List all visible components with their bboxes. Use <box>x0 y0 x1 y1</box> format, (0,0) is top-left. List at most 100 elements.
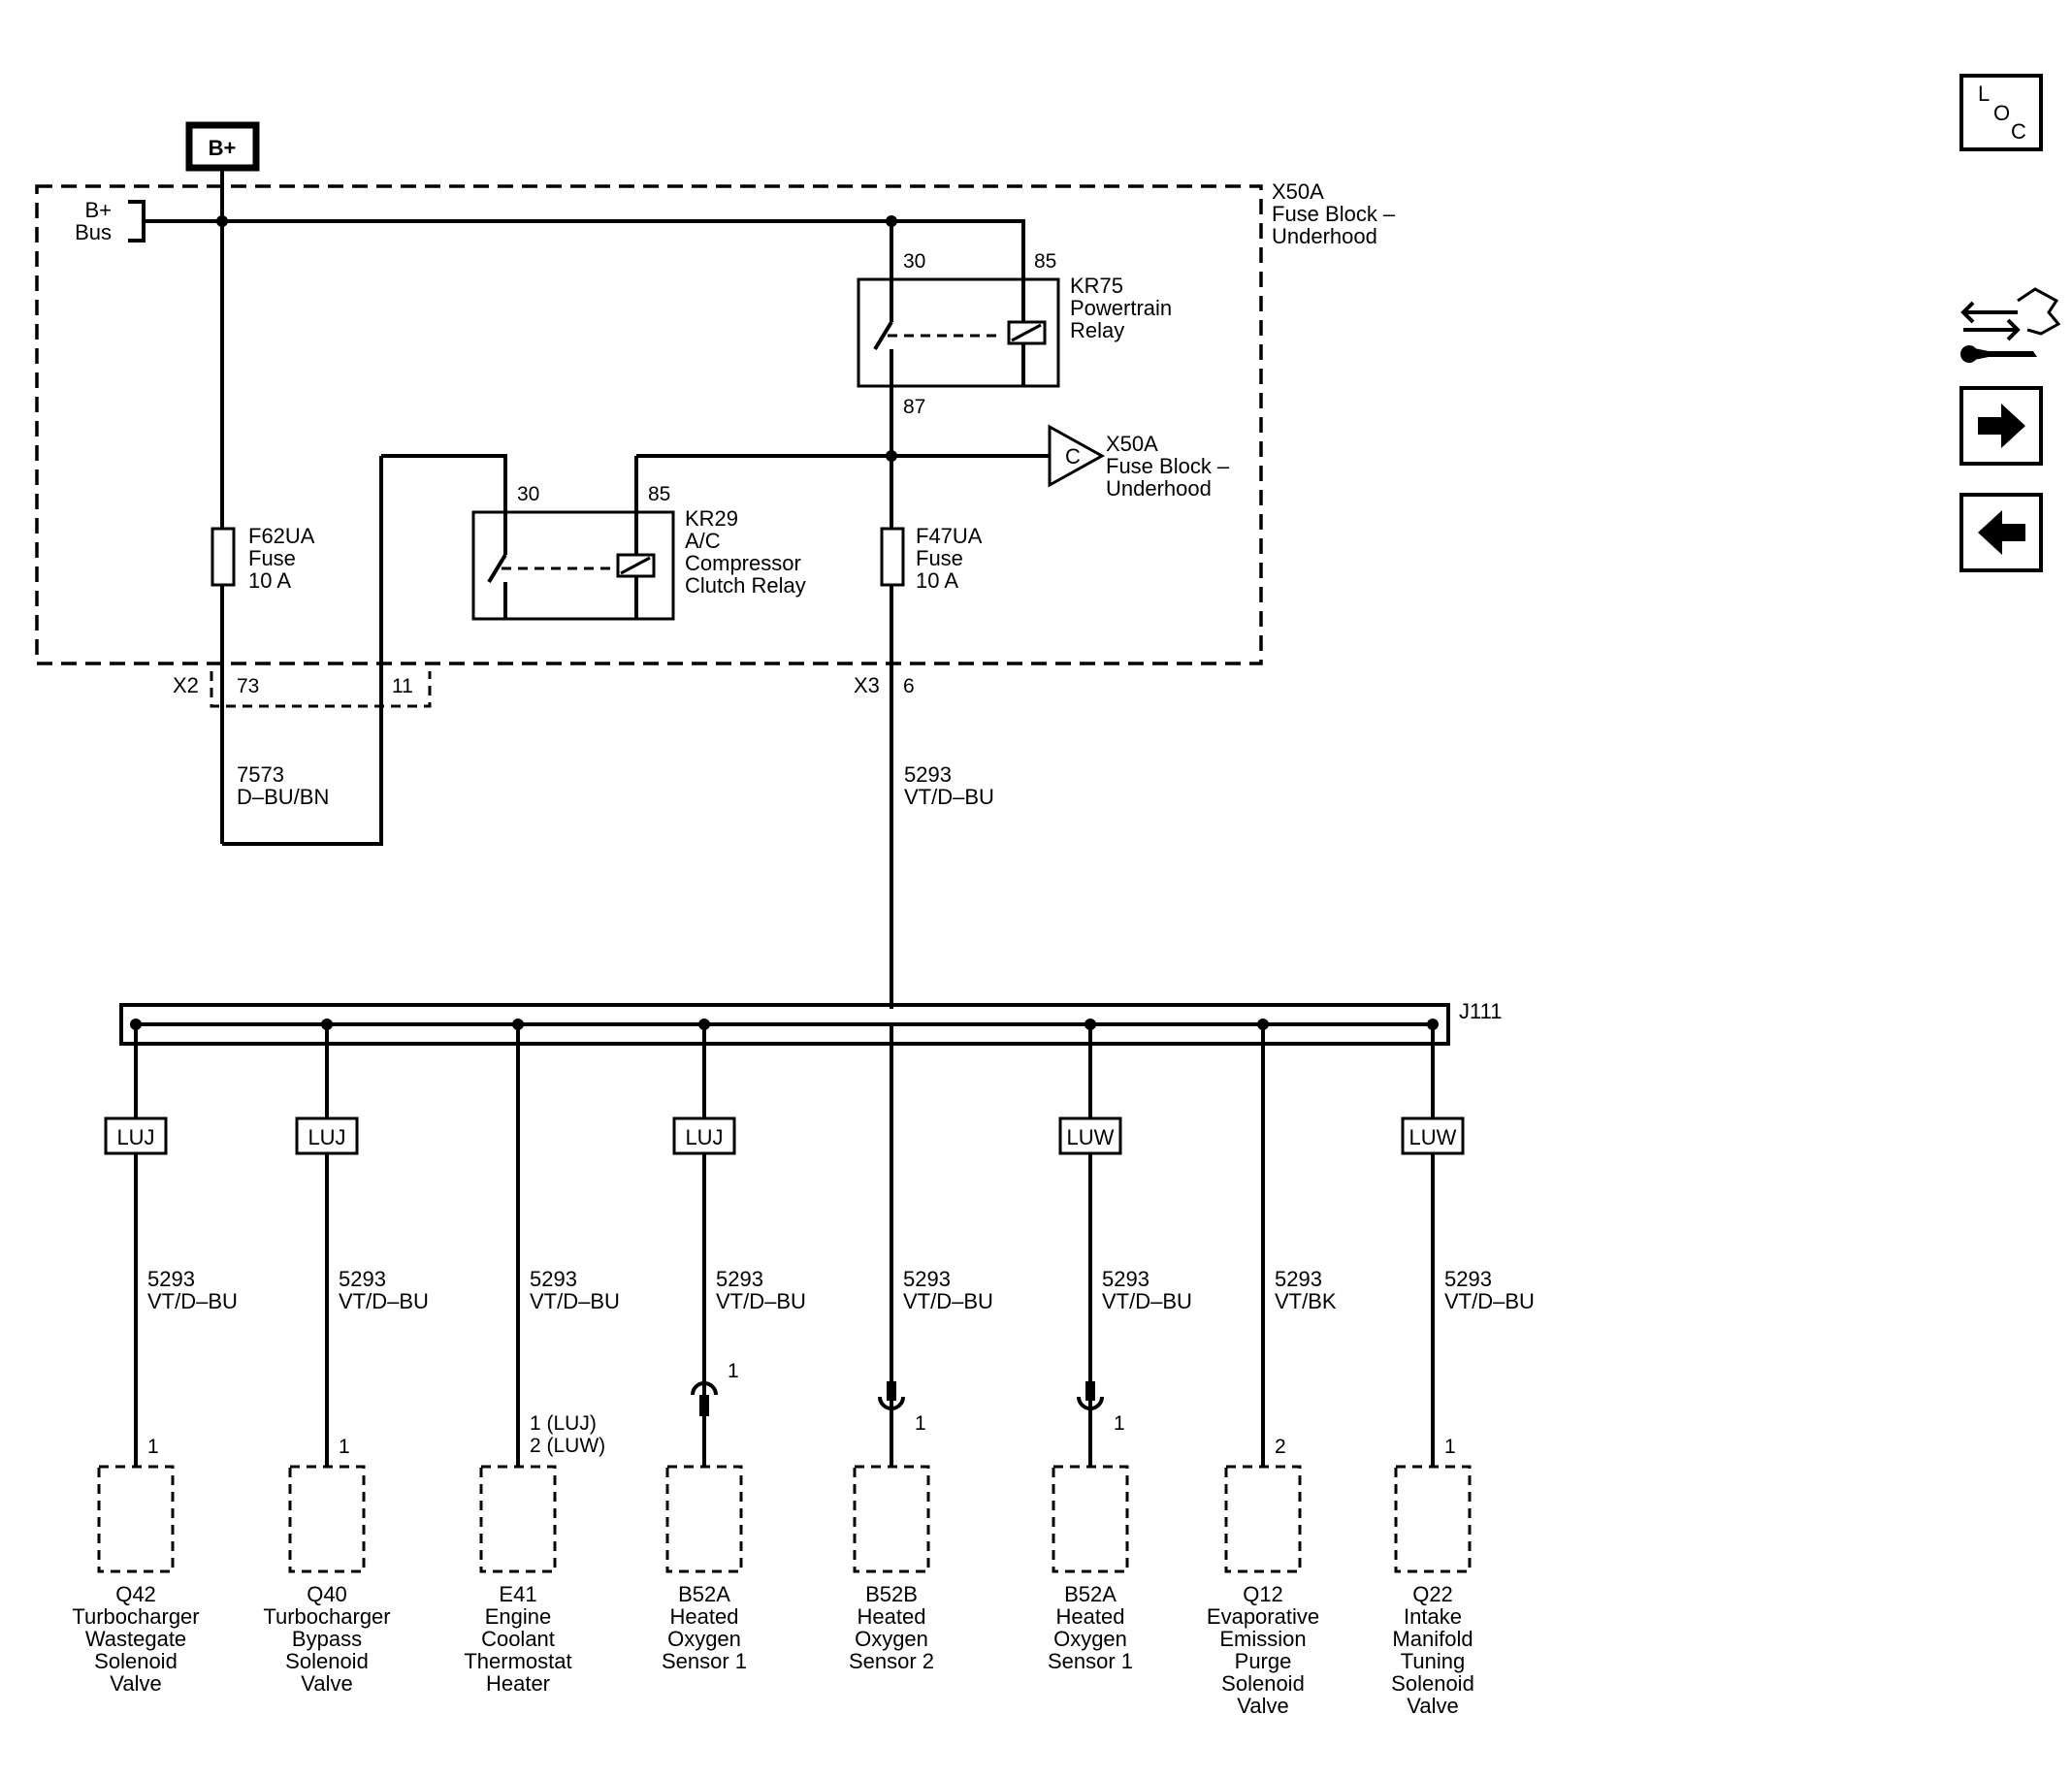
kr75-name: KR75 <box>1070 274 1123 298</box>
next-page-button[interactable] <box>1959 386 2043 466</box>
component-name-line: Oxygen <box>855 1627 928 1651</box>
bus-junction-dot <box>216 215 228 227</box>
svg-text:Bus: Bus <box>75 220 112 244</box>
bplus-bus-wire <box>144 219 1025 279</box>
component-pin2-label: 2 (LUW) <box>530 1435 605 1457</box>
component-name-line: Solenoid <box>285 1649 369 1673</box>
option-code-label: LUJ <box>308 1125 345 1149</box>
load-branch: LUW5293VT/D–BU1Q22IntakeManifoldTuningSo… <box>1391 1019 1535 1718</box>
svg-text:Clutch Relay: Clutch Relay <box>685 573 806 598</box>
component-pin-label: 2 <box>1275 1436 1286 1458</box>
component-pin-label: 1 <box>1444 1436 1456 1458</box>
branch-circuit-label: 5293 <box>903 1267 951 1291</box>
svg-text:73: 73 <box>237 675 259 697</box>
component-name-line: Heater <box>486 1671 550 1696</box>
component-name-line: Q40 <box>307 1582 347 1606</box>
svg-text:Compressor: Compressor <box>685 551 801 575</box>
svg-text:X50A: X50A <box>1272 179 1324 204</box>
fuse-block-boundary <box>35 184 1263 665</box>
inline-connector-pin <box>887 1381 896 1401</box>
battery-positive-terminal: B+ <box>185 121 260 172</box>
component-name-line: Intake <box>1404 1604 1462 1629</box>
component-box <box>665 1465 743 1573</box>
component-box <box>1224 1465 1302 1573</box>
component-name-line: Solenoid <box>1391 1671 1474 1696</box>
svg-text:X50A: X50A <box>1106 432 1158 456</box>
option-code-box <box>104 1116 168 1155</box>
kr75-powertrain-relay: 30 85 87 KR75 Powertrain Relay <box>857 221 1172 456</box>
component-name-line: Solenoid <box>1221 1671 1305 1696</box>
component-name-line: Bypass <box>292 1627 362 1651</box>
svg-text:Underhood: Underhood <box>1106 476 1212 501</box>
svg-text:B+: B+ <box>84 198 112 222</box>
svg-text:J111: J111 <box>1459 999 1502 1023</box>
component-name-line: Evaporative <box>1207 1604 1319 1629</box>
option-code-box <box>295 1116 359 1155</box>
branch-circuit-label: 5293 <box>147 1267 195 1291</box>
component-name-line: Valve <box>1237 1694 1288 1718</box>
previous-page-arrow-icon <box>1978 510 2025 555</box>
option-code-box <box>1401 1116 1465 1155</box>
svg-text:Relay: Relay <box>1070 318 1124 342</box>
next-page-arrow-icon <box>1978 404 2025 448</box>
component-name-line: Oxygen <box>1053 1627 1127 1651</box>
component-pin-label: 1 <box>339 1436 350 1458</box>
component-name-line: Solenoid <box>94 1649 178 1673</box>
inline-connector-symbol <box>691 1381 718 1396</box>
inline-connector-symbol <box>878 1396 905 1410</box>
svg-text:C: C <box>2011 119 2026 144</box>
fuse-f62ua: F62UA Fuse 10 A <box>210 524 315 593</box>
bplus-bus-label: B+ Bus <box>75 198 146 244</box>
branch-circuit-label: 5293 <box>530 1267 577 1291</box>
svg-text:L: L <box>1978 81 1990 106</box>
svg-text:Powertrain: Powertrain <box>1070 296 1172 320</box>
component-name-line: Thermostat <box>464 1649 571 1673</box>
branch-color-label: VT/D–BU <box>1102 1289 1192 1313</box>
component-name-line: Oxygen <box>667 1627 741 1651</box>
svg-text:10 A: 10 A <box>916 568 958 593</box>
component-name-line: Q12 <box>1243 1582 1283 1606</box>
location-button[interactable]: L O C <box>1959 74 2043 151</box>
svg-text:VT/D–BU: VT/D–BU <box>904 785 994 809</box>
inline-connector-pin-label: 1 <box>1114 1412 1125 1435</box>
component-connector-icon <box>1960 287 2061 363</box>
component-pin-label: 1 <box>147 1436 159 1458</box>
option-code-box <box>1058 1116 1122 1155</box>
previous-page-button[interactable] <box>1959 493 2043 572</box>
component-box <box>1052 1465 1129 1573</box>
component-name-line: Emission <box>1219 1627 1306 1651</box>
svg-text:5293: 5293 <box>904 762 952 787</box>
component-name-line: Engine <box>485 1604 552 1629</box>
option-code-label: LUJ <box>116 1125 154 1149</box>
component-name-line: Q42 <box>115 1582 156 1606</box>
svg-text:C: C <box>1065 444 1081 469</box>
kr75-pin-85: 85 <box>1034 250 1056 273</box>
component-name-line: Heated <box>858 1604 926 1629</box>
component-connector-button[interactable] <box>1960 287 2061 363</box>
svg-text:D–BU/BN: D–BU/BN <box>237 785 329 809</box>
component-box <box>97 1465 175 1573</box>
svg-text:F62UA: F62UA <box>248 524 315 548</box>
component-name-line: Valve <box>1407 1694 1458 1718</box>
splice-j111: J111 <box>119 999 1502 1046</box>
component-name-line: Turbocharger <box>72 1604 199 1629</box>
svg-text:11: 11 <box>392 675 413 697</box>
component-box <box>288 1465 366 1573</box>
fuse-block-label: X50A Fuse Block – Underhood <box>1272 179 1396 248</box>
branch-color-label: VT/BK <box>1275 1289 1337 1313</box>
inline-connector-pin-label: 1 <box>728 1360 739 1382</box>
kr29-pin-30: 30 <box>517 483 539 505</box>
svg-text:Underhood: Underhood <box>1272 224 1377 248</box>
fuse-f47ua: F47UA Fuse 10 A <box>880 524 983 593</box>
kr29-ac-compressor-clutch-relay: 30 85 KR29 A/C Compressor Clutch Relay <box>381 454 806 621</box>
load-branch: LUJ5293VT/D–BU1Q40TurbochargerBypassSole… <box>263 1019 429 1696</box>
component-name-line: E41 <box>499 1582 536 1606</box>
wire-7573-label: 7573 D–BU/BN <box>237 762 329 809</box>
branch-circuit-label: 5293 <box>1275 1267 1322 1291</box>
component-name-line: Heated <box>670 1604 739 1629</box>
svg-text:O: O <box>1993 101 2010 125</box>
inline-connector-pin-label: 1 <box>915 1412 926 1435</box>
